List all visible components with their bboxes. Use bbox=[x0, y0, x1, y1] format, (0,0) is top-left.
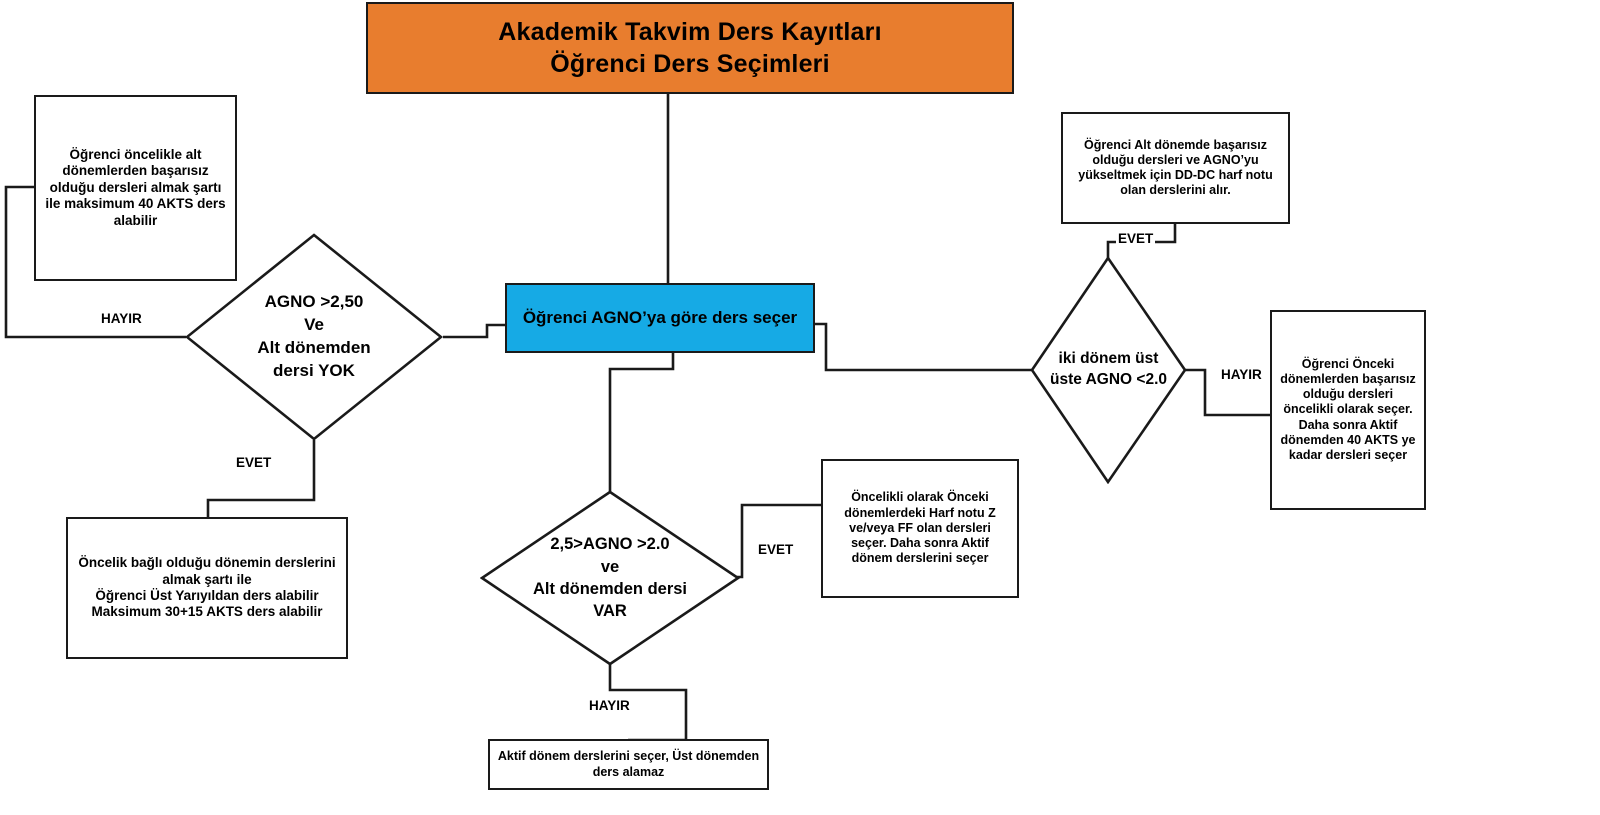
note-ust-yariyil: Öncelik bağlı olduğu dönemin derslerini … bbox=[66, 517, 348, 659]
edge-label-evet-ust-sag: EVET bbox=[1116, 231, 1156, 246]
decision-iki-donem-label: iki dönem üst üste AGNO <2.0 bbox=[1049, 350, 1167, 388]
decision-iki-donem: iki dönem üst üste AGNO <2.0 bbox=[1030, 256, 1187, 484]
edge-start-to-decision-right bbox=[814, 322, 1032, 372]
note-dd-dc: Öğrenci Alt dönemde başarısız olduğu der… bbox=[1061, 112, 1290, 224]
title-box: Akademik Takvim Ders Kayıtları Öğrenci D… bbox=[366, 2, 1014, 94]
edge-label-hayir-sag: HAYIR bbox=[1219, 367, 1264, 382]
edge-label-hayir-sol: HAYIR bbox=[99, 311, 144, 326]
diamond-shape bbox=[1030, 256, 1187, 484]
edge-label-evet-sol: EVET bbox=[234, 455, 274, 470]
diamond-shape bbox=[185, 233, 443, 441]
edge-start-to-decision-left bbox=[443, 323, 506, 339]
decision-agno-250: AGNO >2,50 Ve Alt dönemden dersi YOK bbox=[185, 233, 443, 441]
start-box-agno-secim: Öğrenci AGNO’ya göre ders seçer bbox=[505, 283, 815, 353]
edge-start-to-decision-bottom bbox=[608, 352, 675, 492]
edge-label-hayir-alt: HAYIR bbox=[587, 698, 632, 713]
decision-agno-25-20-label: 2,5>AGNO >2.0 ve Alt dönemden dersi VAR bbox=[532, 535, 688, 621]
note-onceki-donem-40akts: Öğrenci Önceki dönemlerden başarısız old… bbox=[1270, 310, 1426, 510]
edge-decision-left-evet bbox=[206, 440, 316, 518]
decision-agno-25-20: 2,5>AGNO >2.0 ve Alt dönemden dersi VAR bbox=[480, 490, 740, 666]
note-z-ff: Öncelikli olarak Önceki dönemlerdeki Har… bbox=[821, 459, 1019, 598]
edge-label-evet-orta: EVET bbox=[756, 542, 796, 557]
note-aktif-donem: Aktif dönem derslerini seçer, Üst dönemd… bbox=[488, 739, 769, 790]
decision-agno-250-label: AGNO >2,50 Ve Alt dönemden dersi YOK bbox=[257, 292, 371, 380]
